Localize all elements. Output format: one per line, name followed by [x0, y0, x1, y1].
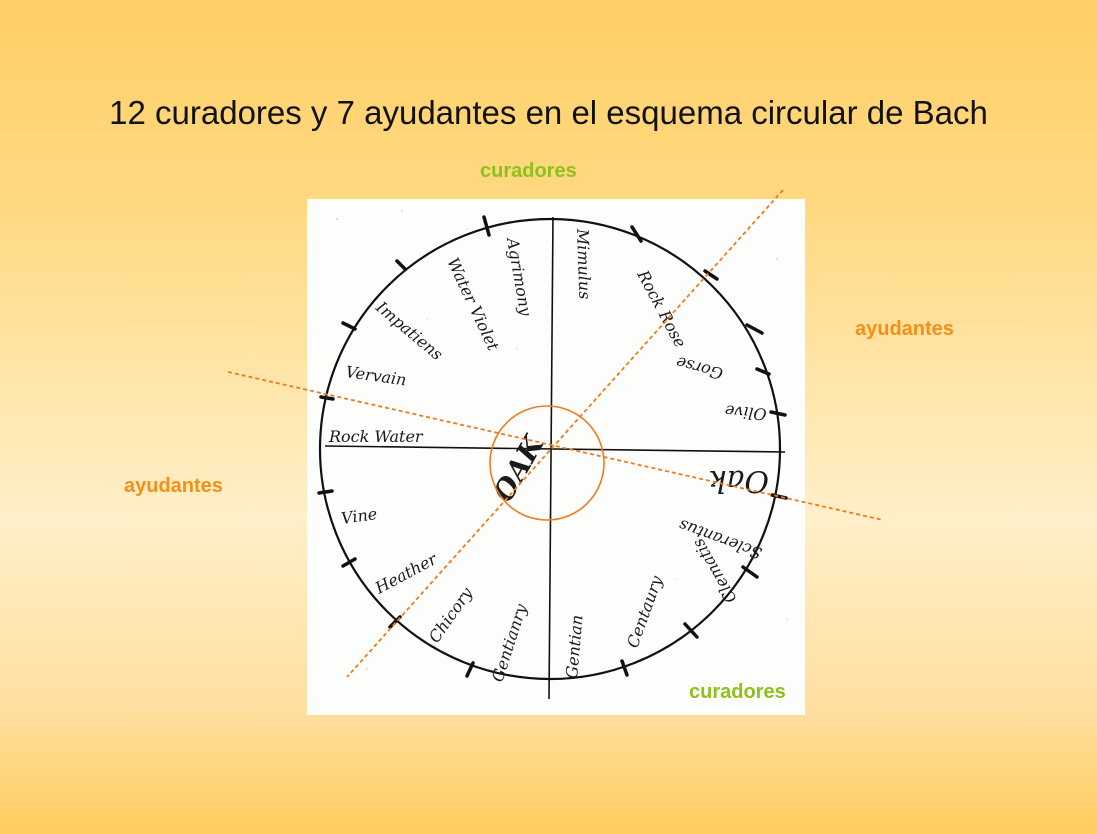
- remedy-gentianry: Gentianry: [488, 601, 531, 684]
- remedy-impatiens: Impatiens: [372, 297, 447, 364]
- remedy-agrimony: Agrimony: [503, 234, 536, 318]
- diagram-drawing: Agrimony Mimulus Rock Rose Gorse Olive O…: [317, 210, 788, 700]
- label-curadores-top: curadores: [480, 160, 577, 182]
- remedy-rock-rose: Rock Rose: [633, 266, 690, 351]
- remedy-vervain: Vervain: [344, 362, 407, 389]
- remedy-chicory: Chicory: [425, 583, 477, 646]
- remedy-gorse: Gorse: [674, 353, 725, 384]
- slide-title: 12 curadores y 7 ayudantes en el esquema…: [109, 94, 988, 131]
- remedy-rock-water: Rock Water: [328, 427, 424, 446]
- remedy-sclerantus: Sclerantus: [676, 516, 764, 564]
- remedy-mimulus: Mimulus: [573, 227, 594, 299]
- horizontal-axis: [324, 445, 786, 453]
- bach-circular-diagram: Agrimony Mimulus Rock Rose Gorse Olive O…: [307, 199, 805, 715]
- remedy-oak: Oak: [708, 463, 769, 498]
- label-curadores-bottom: curadores: [689, 681, 786, 703]
- remedy-centaury: Centaury: [623, 573, 667, 651]
- remedy-heather: Heather: [371, 549, 441, 598]
- remedy-olive: Olive: [724, 401, 767, 424]
- label-ayudantes-left: ayudantes: [124, 475, 223, 497]
- remedy-water-violet: Water Violet: [443, 255, 503, 354]
- label-ayudantes-right: ayudantes: [855, 318, 954, 340]
- remedy-vine: Vine: [340, 504, 378, 528]
- remedy-gentian: Gentian: [562, 614, 587, 679]
- vertical-axis: [548, 216, 554, 700]
- remedy-labels: Agrimony Mimulus Rock Rose Gorse Olive O…: [328, 227, 769, 684]
- center-oak: OAK: [486, 429, 551, 508]
